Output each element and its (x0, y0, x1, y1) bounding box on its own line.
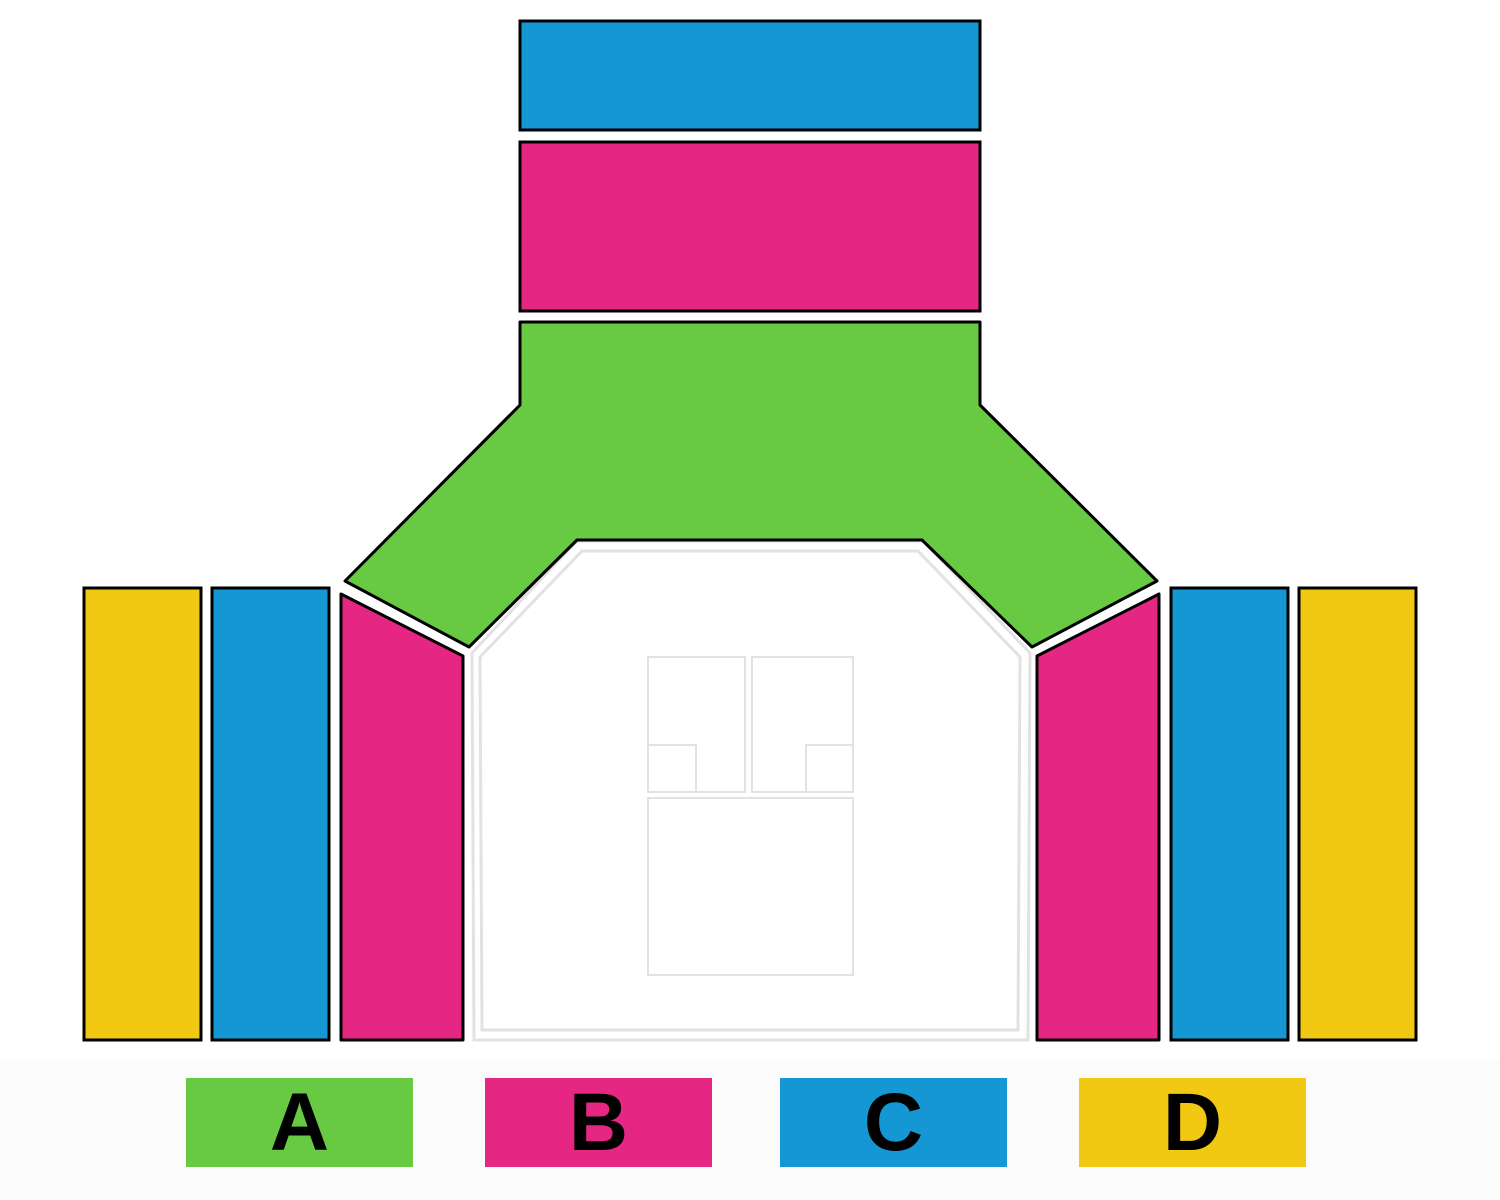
stage-block-small-right (805, 744, 854, 793)
legend-label-a: A (269, 1076, 330, 1168)
right-outer-section-d[interactable] (1297, 586, 1418, 1042)
legend-item-d: D (1079, 1078, 1306, 1167)
top-section-c[interactable] (518, 19, 982, 132)
legend-label-b: B (568, 1076, 629, 1168)
right-inner-section-b[interactable] (1035, 592, 1161, 1042)
legend-item-a: A (186, 1078, 413, 1167)
legend-item-c: C (780, 1078, 1007, 1167)
stage-block-bottom (647, 797, 854, 976)
left-outer-section-d[interactable] (82, 586, 203, 1042)
stage-inner-outline (478, 549, 1022, 1032)
legend-item-b: B (485, 1078, 712, 1167)
left-inner-section-b[interactable] (339, 592, 465, 1042)
legend-label-d: D (1162, 1076, 1223, 1168)
top-section-b[interactable] (518, 140, 982, 313)
center-section-a[interactable] (343, 320, 1159, 649)
stage-block-small-left (647, 744, 697, 793)
stage-area (470, 539, 1032, 1042)
seating-map (82, 19, 1418, 1042)
left-section-c[interactable] (210, 586, 331, 1042)
stage-block-right (751, 656, 854, 793)
right-section-c[interactable] (1169, 586, 1290, 1042)
legend-label-c: C (863, 1076, 924, 1168)
